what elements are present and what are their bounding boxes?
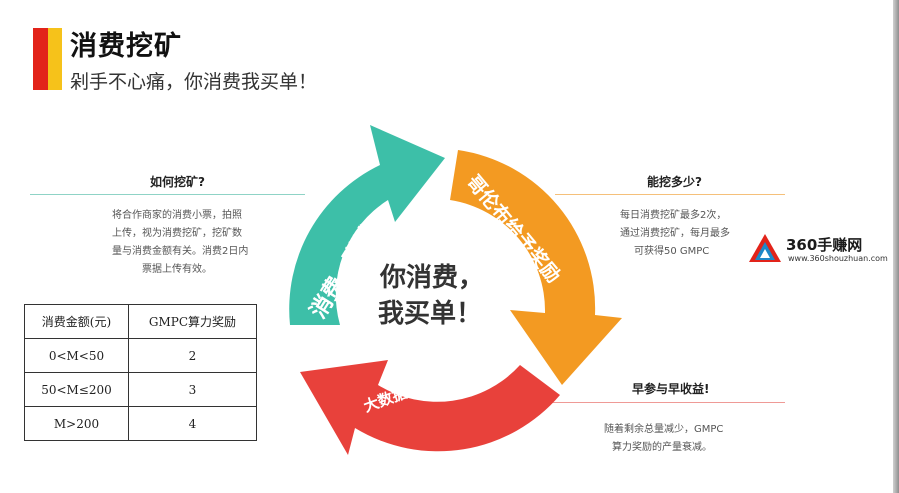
how-much-text: 每日消费挖矿最多2次， 通过消费挖矿，每月最多 可获得50 GMPC	[620, 207, 790, 261]
title-accent-red	[33, 28, 48, 90]
how-to-mine-divider	[30, 194, 305, 195]
how-to-mine-heading: 如何挖矿?	[150, 175, 205, 189]
orange-cycle-arrow	[450, 150, 622, 385]
early-bird-heading: 早参与早收益!	[632, 382, 710, 396]
table-cell-amount: M>200	[24, 406, 129, 441]
center-text-line1: 你消费，	[379, 263, 484, 293]
reward-table: 消费金额(元) GMPC算力奖励 0<M<50 2 50<M≤200 3 M>2…	[24, 304, 258, 441]
slide-title: 消费挖矿	[70, 31, 182, 62]
early-bird-text: 随着剩余总量减少，GMPC 算力奖励的产量衰减。	[604, 421, 774, 457]
center-text-line2: 我买单！	[378, 299, 482, 329]
how-to-mine-line: 将合作商家的消费小票，拍照	[112, 210, 242, 221]
table-header-amount: 消费金额(元)	[24, 304, 129, 339]
title-accent-yellow	[48, 28, 62, 90]
how-to-mine-line: 上传，视为消费挖矿，挖矿数	[112, 228, 242, 239]
table-row: M>200 4	[24, 406, 258, 441]
table-row: 50<M≤200 3	[24, 372, 258, 407]
watermark-brand: 360手赚网	[786, 236, 863, 254]
table-row: 0<M<50 2	[24, 338, 258, 373]
watermark-triangle-icon	[749, 234, 781, 262]
table-header-reward: GMPC算力奖励	[127, 304, 258, 339]
table-cell-reward: 3	[127, 372, 258, 407]
cycle-diagram: 消费=赚钱 哥伦布给予奖励 大数据发现消费价值 你消费， 我买单！	[289, 125, 622, 455]
red-cycle-arrow	[300, 360, 560, 455]
early-bird-line: 随着剩余总量减少，GMPC	[604, 424, 724, 435]
how-to-mine-line: 票据上传有效。	[142, 264, 212, 275]
early-bird-line: 算力奖励的产量衰减。	[612, 442, 712, 453]
early-bird-divider	[535, 402, 785, 403]
slide-subtitle: 剁手不心痛，你消费我买单！	[70, 71, 318, 93]
watermark-url: www.360shouzhuan.com	[788, 254, 888, 263]
how-much-line: 通过消费挖矿，每月最多	[620, 228, 730, 239]
how-to-mine-line: 量与消费金额有关。消费2日内	[112, 246, 249, 257]
slide-edge	[893, 0, 899, 493]
teal-cycle-arrow	[289, 125, 445, 325]
table-cell-amount: 0<M<50	[24, 338, 129, 373]
how-to-mine-text: 将合作商家的消费小票，拍照 上传，视为消费挖矿，挖矿数 量与消费金额有关。消费2…	[112, 207, 302, 279]
how-much-line: 可获得50 GMPC	[634, 246, 710, 257]
watermark: 360手赚网 www.360shouzhuan.com	[748, 232, 893, 272]
how-much-heading: 能挖多少?	[647, 175, 702, 189]
how-much-line: 每日消费挖矿最多2次，	[620, 210, 727, 221]
how-much-divider	[555, 194, 785, 195]
table-cell-amount: 50<M≤200	[24, 372, 129, 407]
table-header-row: 消费金额(元) GMPC算力奖励	[24, 304, 258, 339]
table-cell-reward: 2	[127, 338, 258, 373]
table-cell-reward: 4	[127, 406, 258, 441]
